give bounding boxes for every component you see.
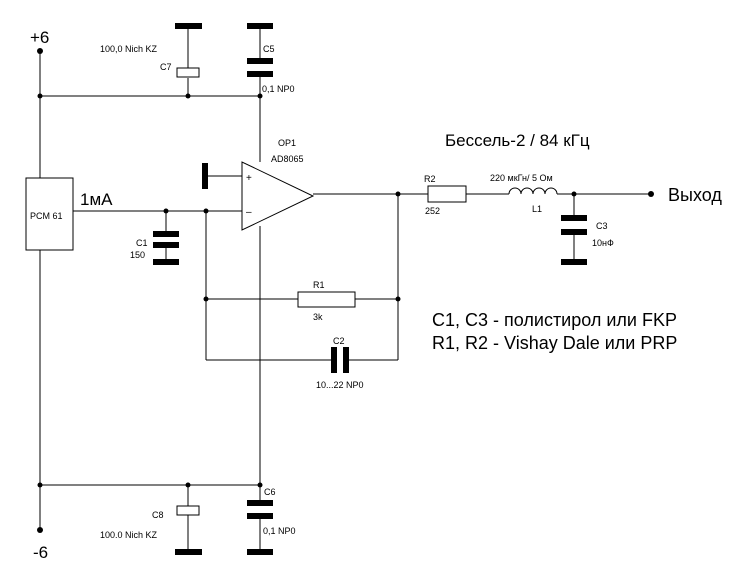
resistor-r1 — [297, 291, 356, 308]
neg-rail-label: -6 — [33, 543, 48, 562]
opamp-triangle — [241, 161, 315, 231]
r1-ref: R1 — [313, 280, 325, 290]
capacitor-c8 — [175, 505, 202, 555]
capacitor-c2 — [331, 347, 349, 373]
c7-ref: C7 — [160, 62, 172, 72]
c3-ref: C3 — [596, 221, 608, 231]
note-line-1: C1, C3 - полистирол или FKP — [432, 310, 677, 330]
l1-ref: L1 — [532, 204, 542, 214]
capacitor-c6 — [247, 500, 273, 555]
source-current: 1мА — [80, 190, 113, 209]
pos-rail-terminal — [37, 48, 43, 54]
junction-dots — [37, 93, 577, 488]
capacitor-c3 — [561, 215, 587, 265]
c1-value: 150 — [130, 250, 145, 260]
opamp-ref: OP1 — [278, 138, 296, 148]
c8-value: 100.0 Nich KZ — [100, 530, 158, 540]
r2-ref: R2 — [424, 174, 436, 184]
resistor-r2 — [427, 185, 467, 203]
c6-value: 0,1 NP0 — [263, 526, 296, 536]
source-name: PCM 61 — [30, 211, 63, 221]
c6-ref: C6 — [264, 487, 276, 497]
c2-ref: C2 — [333, 336, 345, 346]
pcm61-source — [25, 177, 74, 251]
r2-value: 252 — [425, 206, 440, 216]
opamp-part: AD8065 — [271, 154, 304, 164]
opamp-minus: – — [246, 207, 252, 218]
capacitor-c1 — [153, 231, 179, 265]
c5-value: 0,1 NP0 — [262, 84, 295, 94]
opamp-plus: + — [246, 173, 252, 184]
pos-rail-label: +6 — [30, 28, 49, 47]
c8-ref: C8 — [152, 510, 164, 520]
output-label: Выход — [668, 185, 722, 205]
capacitor-c7 — [175, 23, 202, 78]
note-line-2: R1, R2 - Vishay Dale или PRP — [432, 333, 677, 353]
c5-ref: C5 — [263, 44, 275, 54]
c1-ref: C1 — [136, 238, 148, 248]
c7-value: 100,0 Nich KZ — [100, 44, 158, 54]
l1-value: 220 мкГн/ 5 Ом — [490, 173, 553, 183]
wires — [39, 50, 651, 530]
capacitor-c5 — [247, 23, 273, 77]
filter-title: Бессель-2 / 84 кГц — [445, 131, 590, 150]
inductor-l1 — [508, 187, 558, 195]
output-terminal — [648, 191, 654, 197]
c3-value: 10нФ — [592, 238, 614, 248]
r1-value: 3k — [313, 312, 323, 322]
neg-rail-terminal — [37, 527, 43, 533]
c2-value: 10...22 NP0 — [316, 380, 364, 390]
